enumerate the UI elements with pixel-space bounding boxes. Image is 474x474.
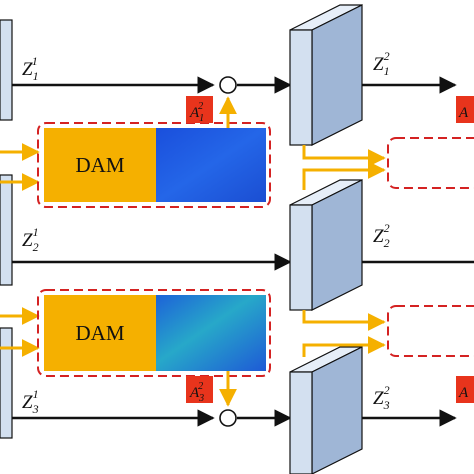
badge-a3-label: A32 [189, 381, 204, 404]
attention-badge-a1: A12 [186, 96, 213, 124]
dam-1-module [44, 128, 156, 202]
feature-block-2 [289, 179, 363, 311]
attention-badge-a3: A32 [186, 376, 213, 404]
orange-block2-to-right-a [302, 161, 386, 190]
badge-right-3-bg [456, 376, 474, 403]
sum-node-1 [219, 76, 237, 94]
label-z3-1: Z31 [22, 387, 39, 416]
dam-2-module [44, 295, 156, 371]
dam-block-2: DAM [37, 289, 271, 377]
label-z2-1: Z21 [22, 225, 39, 254]
sum-node-3 [219, 409, 237, 427]
badge-right-1-bg [456, 96, 474, 123]
dam-2-label: DAM [75, 321, 124, 345]
block-2-face [289, 204, 313, 311]
right-dam-box-2 [387, 305, 474, 357]
dam-1-heatmap [156, 128, 266, 202]
block-1-face [289, 29, 313, 146]
label-z3-2: Z32 [373, 383, 390, 412]
left-blocks [0, 19, 13, 439]
block-3-face [289, 371, 313, 474]
dam-block-1: DAM [37, 122, 271, 208]
dam-2-heatmap [156, 295, 266, 371]
badge-a1-label: A12 [189, 101, 204, 124]
badge-right-1-label: A [458, 105, 469, 121]
block-1-side [311, 4, 363, 146]
dam-2-dashed-box [37, 289, 271, 377]
dam-1-label: DAM [75, 153, 124, 177]
feature-block-1 [289, 4, 363, 146]
badge-a3-bg [186, 376, 213, 403]
right-dam-box-1 [387, 137, 474, 189]
left-block-2 [0, 174, 13, 286]
feature-block-3 [289, 346, 363, 474]
left-block-1 [0, 19, 13, 121]
label-z1-1: Z11 [22, 54, 38, 83]
orange-block2-to-right-b [302, 310, 386, 331]
orange-block1-to-right [302, 145, 386, 167]
orange-block3-to-right [302, 336, 386, 357]
badge-a1-bg [186, 96, 213, 123]
attention-badge-right-3: A [456, 376, 474, 403]
badge-right-3-label: A [458, 385, 469, 401]
label-z1-2: Z12 [373, 49, 390, 78]
left-block-3 [0, 327, 13, 439]
label-z2-2: Z22 [373, 221, 390, 250]
attention-badge-right-1: A [456, 96, 474, 123]
